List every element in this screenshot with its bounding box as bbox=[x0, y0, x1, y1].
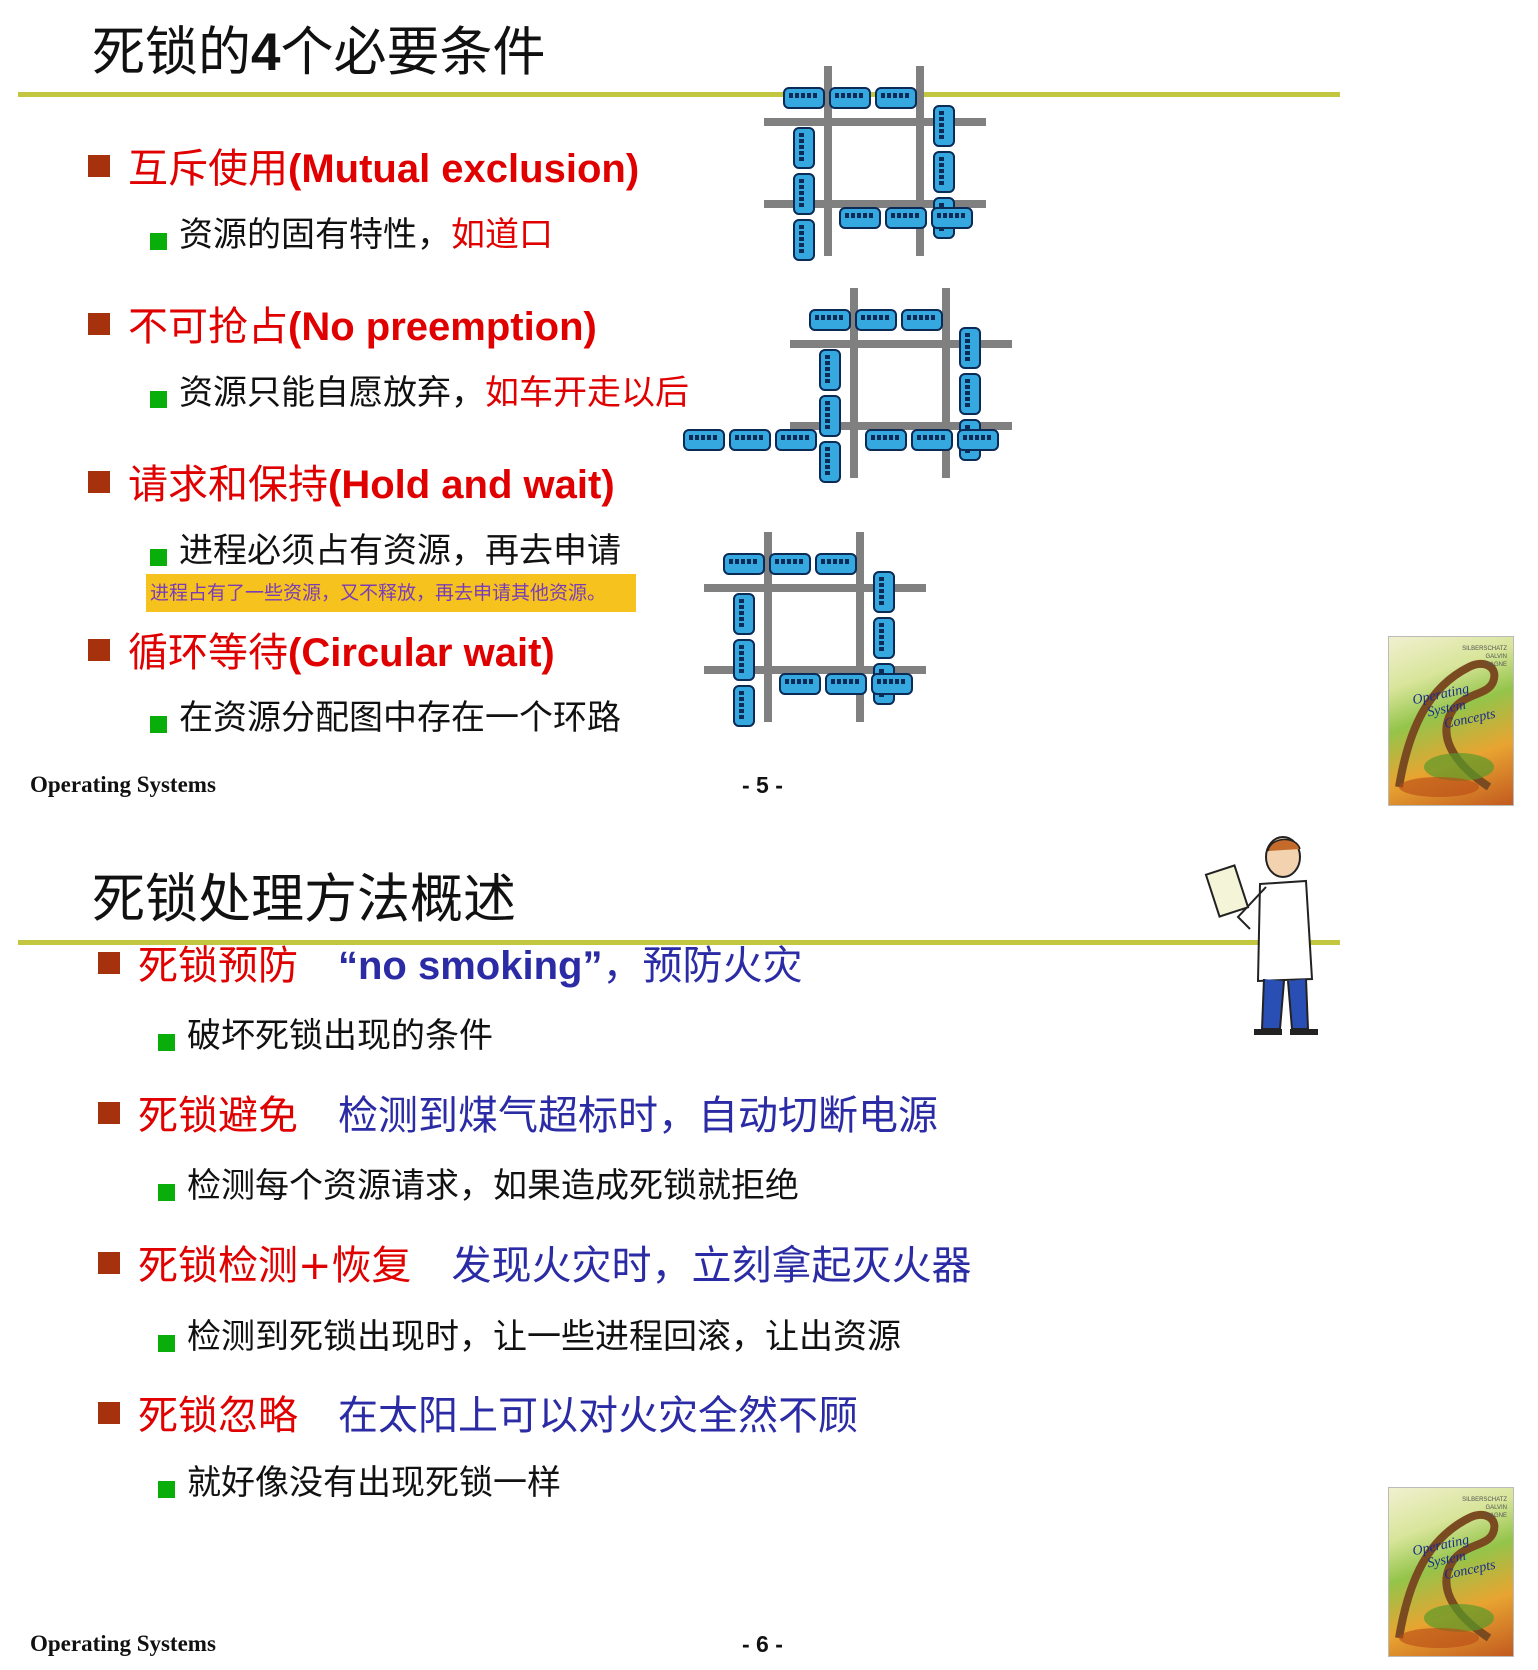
train-car-icon bbox=[875, 87, 917, 109]
train-car-icon bbox=[809, 309, 851, 331]
slide-title: 死锁处理方法概述 bbox=[92, 869, 516, 930]
method-sub: 检测每个资源请求，如果造成死锁就拒绝 bbox=[158, 1158, 799, 1207]
sub-bullet-icon bbox=[158, 1034, 175, 1051]
train-car-icon bbox=[885, 207, 927, 229]
train-car-icon bbox=[839, 207, 881, 229]
scientist-with-clipboard-icon bbox=[1204, 836, 1318, 1035]
bullet-square-icon bbox=[98, 952, 120, 974]
train-car-icon bbox=[933, 105, 955, 147]
train-car-icon bbox=[871, 673, 913, 695]
dinosaur-icon bbox=[1395, 659, 1499, 797]
train-car-icon bbox=[733, 639, 755, 681]
bullet-square-icon bbox=[88, 155, 110, 177]
slide-title: 死锁的4个必要条件 bbox=[92, 22, 546, 83]
train-car-icon bbox=[901, 309, 943, 331]
condition-circular-wait: 循环等待(Circular wait) bbox=[88, 620, 555, 678]
method-avoidance: 死锁避免检测到煤气超标时，自动切断电源 bbox=[98, 1083, 938, 1141]
condition-mutual-exclusion: 互斥使用(Mutual exclusion) bbox=[88, 136, 639, 194]
bullet-square-icon bbox=[88, 471, 110, 493]
train-car-icon bbox=[825, 673, 867, 695]
bullet-square-icon bbox=[88, 639, 110, 661]
train-car-icon bbox=[873, 571, 895, 613]
title-rule bbox=[18, 92, 1340, 97]
train-car-icon bbox=[829, 87, 871, 109]
train-car-icon bbox=[865, 429, 907, 451]
method-ignore: 死锁忽略在太阳上可以对火灾全然不顾 bbox=[98, 1383, 858, 1441]
sub-bullet-icon bbox=[150, 549, 167, 566]
footer-course: Operating Systems bbox=[30, 1631, 216, 1656]
condition-sub: 进程必须占有资源，再去申请 bbox=[150, 523, 621, 572]
train-car-icon bbox=[815, 553, 857, 575]
train-car-icon bbox=[793, 173, 815, 215]
condition-no-preemption: 不可抢占(No preemption) bbox=[88, 294, 597, 352]
train-car-icon bbox=[729, 429, 771, 451]
highlight-note: 进程占有了一些资源，又不释放，再去申请其他资源。 bbox=[146, 574, 636, 612]
train-car-icon bbox=[959, 327, 981, 369]
bullet-square-icon bbox=[98, 1102, 120, 1124]
train-car-icon bbox=[793, 127, 815, 169]
train-car-icon bbox=[819, 349, 841, 391]
train-deadlock-illustration-3 bbox=[704, 532, 926, 727]
train-car-icon bbox=[769, 553, 811, 575]
train-car-icon bbox=[957, 429, 999, 451]
method-prevention: 死锁预防“no smoking”，预防火灾 bbox=[98, 933, 802, 991]
sub-bullet-icon bbox=[150, 716, 167, 733]
page-number: - 5 - bbox=[742, 772, 783, 798]
page-number: - 6 - bbox=[742, 1631, 783, 1657]
train-car-icon bbox=[819, 395, 841, 437]
train-car-icon bbox=[779, 673, 821, 695]
train-car-icon bbox=[775, 429, 817, 451]
condition-sub: 在资源分配图中存在一个环路 bbox=[150, 690, 621, 739]
method-sub: 就好像没有出现死锁一样 bbox=[158, 1455, 561, 1504]
sub-bullet-icon bbox=[150, 233, 167, 250]
sub-bullet-icon bbox=[150, 391, 167, 408]
train-car-icon bbox=[783, 87, 825, 109]
bullet-square-icon bbox=[98, 1252, 120, 1274]
train-car-icon bbox=[855, 309, 897, 331]
train-car-icon bbox=[933, 151, 955, 193]
train-car-icon bbox=[793, 219, 815, 261]
condition-hold-and-wait: 请求和保持(Hold and wait) bbox=[88, 452, 615, 510]
sub-bullet-icon bbox=[158, 1481, 175, 1498]
condition-sub: 资源的固有特性，如道口 bbox=[150, 207, 553, 256]
train-car-icon bbox=[931, 207, 973, 229]
method-detection-recovery: 死锁检测+恢复发现火灾时，立刻拿起灭火器 bbox=[98, 1233, 972, 1291]
crossroads-grid bbox=[704, 532, 926, 722]
condition-sub: 资源只能自愿放弃，如车开走以后 bbox=[150, 365, 689, 414]
slide-6: 死锁处理方法概述 死锁预防“no smoking”，预防火灾 破坏死锁出现的条件… bbox=[0, 835, 1538, 1670]
sub-bullet-icon bbox=[158, 1335, 175, 1352]
train-car-icon bbox=[683, 429, 725, 451]
train-car-icon bbox=[733, 685, 755, 727]
train-deadlock-illustration-1 bbox=[764, 66, 986, 261]
bullet-square-icon bbox=[88, 313, 110, 335]
footer-course: Operating Systems bbox=[30, 772, 216, 797]
crossroads-grid bbox=[764, 66, 986, 256]
train-car-icon bbox=[723, 553, 765, 575]
method-sub: 破坏死锁出现的条件 bbox=[158, 1008, 493, 1057]
slide-5: 死锁的4个必要条件 互斥使用(Mutual exclusion) 资源的固有特性… bbox=[18, 22, 1514, 806]
train-car-icon bbox=[959, 373, 981, 415]
train-deadlock-illustration-2 bbox=[683, 288, 1012, 483]
train-car-icon bbox=[733, 593, 755, 635]
train-car-icon bbox=[873, 617, 895, 659]
sub-bullet-icon bbox=[158, 1184, 175, 1201]
crossroads-grid bbox=[790, 288, 1012, 478]
bullet-square-icon bbox=[98, 1402, 120, 1424]
method-sub: 检测到死锁出现时，让一些进程回滚，让出资源 bbox=[158, 1309, 901, 1358]
train-car-icon bbox=[819, 441, 841, 483]
title-rule bbox=[18, 940, 1340, 945]
train-car-icon bbox=[911, 429, 953, 451]
dinosaur-icon bbox=[1395, 1510, 1499, 1648]
